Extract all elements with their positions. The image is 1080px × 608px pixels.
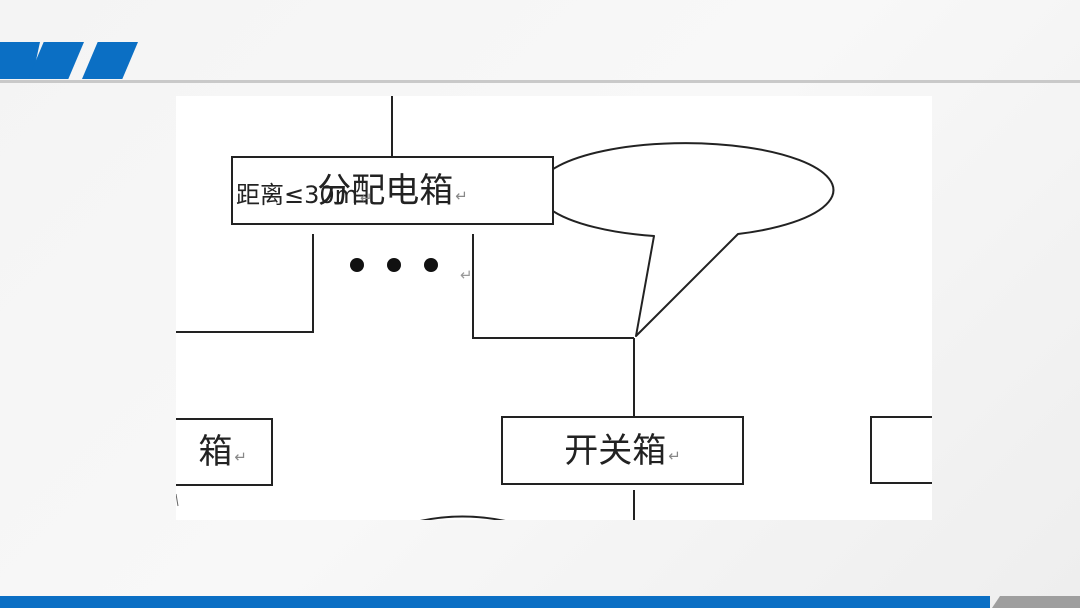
switch-box: 开关箱↵ [501, 416, 744, 485]
ellipsis-icon [350, 257, 440, 273]
header-divider [0, 80, 1080, 83]
line-left-stub [176, 493, 179, 507]
bottom-partial-arc [420, 515, 506, 520]
header-stripe-3 [82, 42, 138, 79]
return-mark: ↵ [460, 266, 473, 284]
return-mark: ↵ [360, 189, 373, 207]
line-right-branch [472, 234, 634, 339]
return-mark: ↵ [668, 446, 681, 465]
callout-bubble-label: 距离≤30m↵ [236, 175, 373, 210]
left-partial-box-label: 箱 [198, 432, 233, 472]
switch-box-label: 开关箱 [564, 430, 667, 471]
right-partial-box [870, 416, 932, 484]
return-mark: ↵ [455, 186, 468, 205]
distribution-box-label: 分配电箱 [317, 170, 454, 211]
callout-text: 距离≤30m [236, 181, 359, 209]
distribution-box: 分配电箱↵ [231, 156, 554, 225]
left-partial-box: 箱↵ [176, 418, 273, 486]
line-left-branch [176, 234, 314, 333]
return-mark: ↵ [234, 448, 247, 466]
diagram-image: 分配电箱↵ ↵ 距离≤30m↵ 箱↵ 开关箱↵ [176, 96, 932, 520]
footer-accent [992, 596, 1080, 608]
footer-bar [0, 596, 990, 608]
callout-bubble [536, 142, 835, 337]
